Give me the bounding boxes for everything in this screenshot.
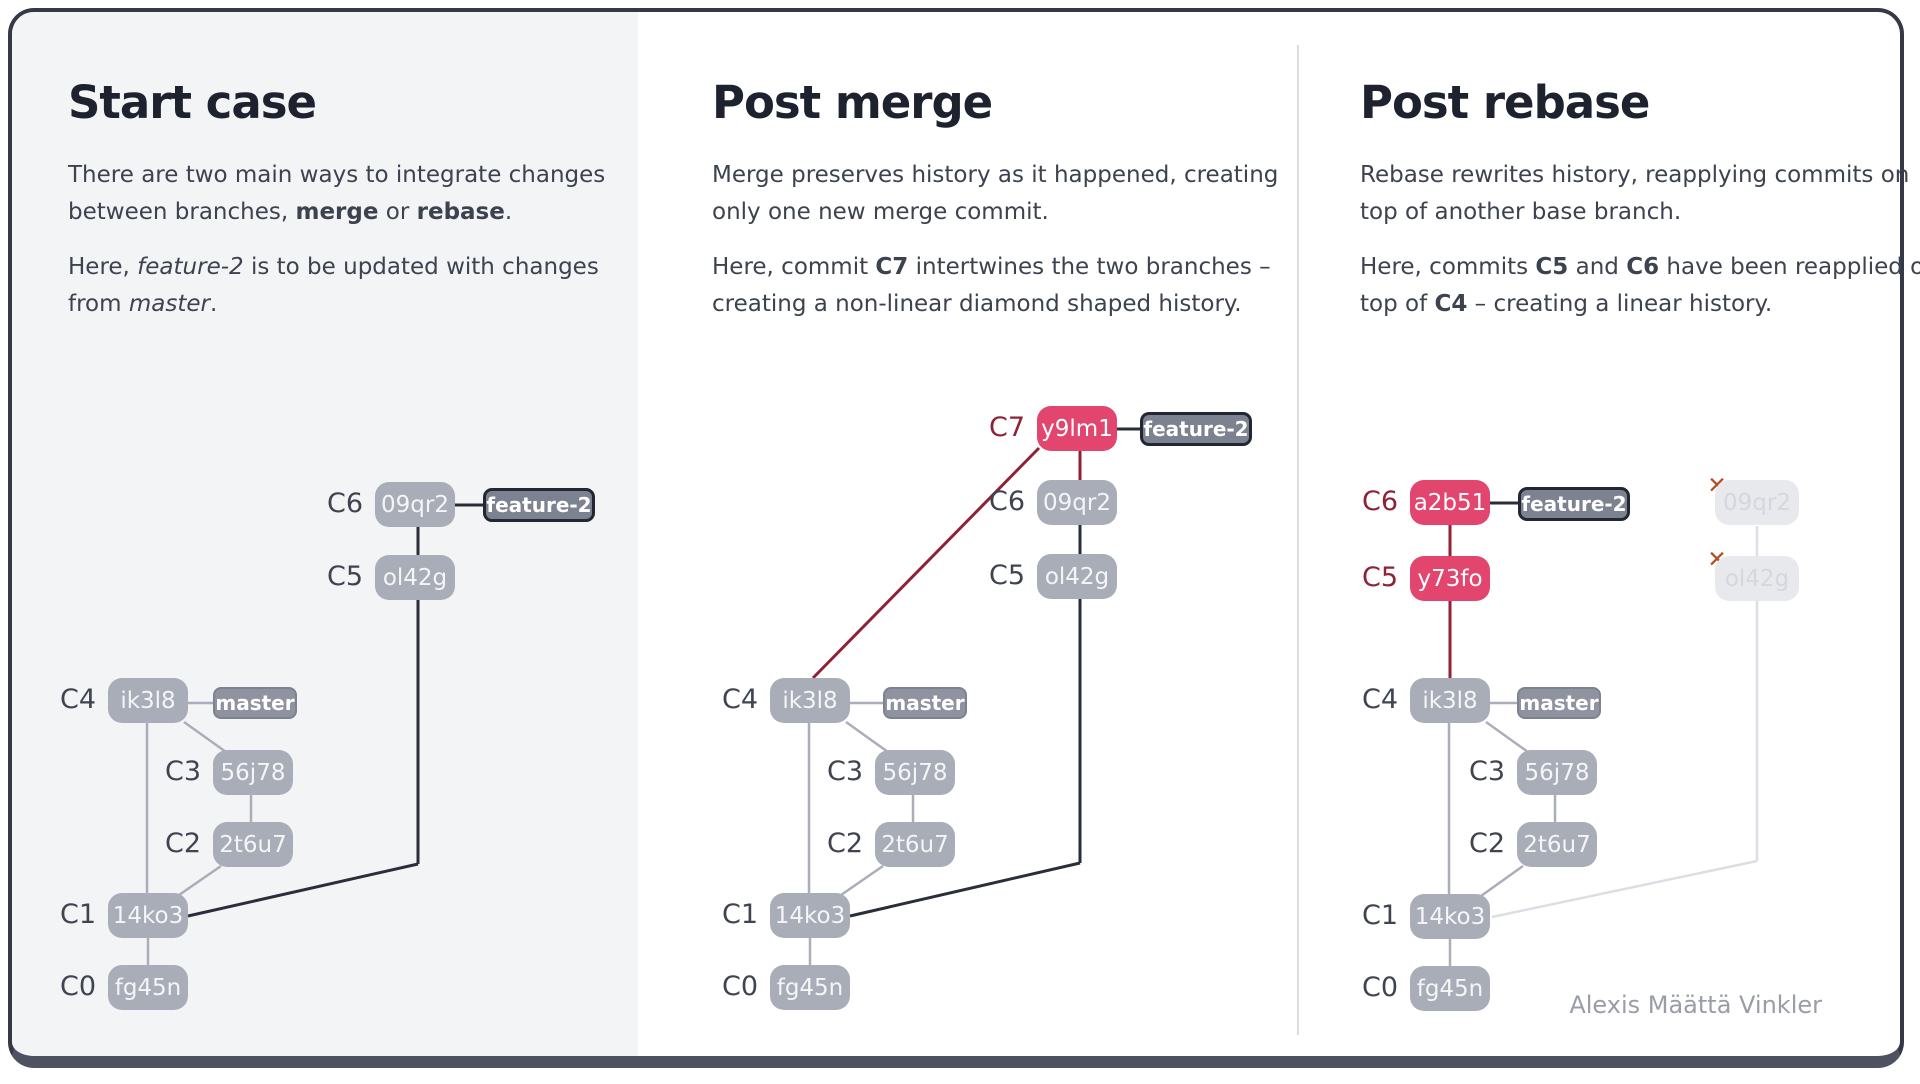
- paragraph: There are two main ways to integrate cha…: [68, 162, 606, 225]
- row-label-c2: C2: [1468, 828, 1505, 859]
- paragraph: Rebase rewrites history, reapplying comm…: [1360, 162, 1910, 225]
- commit-node-09qr2: 09qr2: [1037, 480, 1117, 525]
- branch-badge-master: master: [1517, 687, 1601, 719]
- page-title-post-rebase: Post rebase: [1360, 76, 1650, 129]
- row-label-c1: C1: [721, 899, 758, 930]
- commit-node-2t6u7: 2t6u7: [1517, 822, 1597, 867]
- commit-node-09qr2: 09qr2: [375, 482, 455, 527]
- panel-start-case-background: [12, 12, 638, 1056]
- row-label-c0: C0: [59, 971, 96, 1002]
- paragraph: Here, commits C5 and C6 have been reappl…: [1360, 254, 1920, 317]
- paragraph: Merge preserves history as it happened, …: [712, 162, 1279, 225]
- row-label-c6: C6: [326, 488, 363, 519]
- commit-node-14ko3: 14ko3: [108, 893, 188, 938]
- row-label-c3: C3: [1468, 756, 1505, 787]
- branch-badge-feature-2: feature-2: [483, 488, 595, 522]
- row-label-c3: C3: [164, 756, 201, 787]
- branch-badge-feature-2: feature-2: [1518, 487, 1630, 521]
- branch-badge-master: master: [213, 687, 297, 719]
- edge-p2-c4-c3: [845, 720, 889, 754]
- row-label-c1: C1: [1361, 900, 1398, 931]
- row-label-c3: C3: [826, 756, 863, 787]
- commit-node-2t6u7: 2t6u7: [875, 822, 955, 867]
- edge-p3-c4-c3: [1485, 720, 1529, 754]
- row-label-c7: C7: [988, 412, 1025, 443]
- edge-p2-feature-c1: [849, 861, 1081, 918]
- paragraph: Here, feature-2 is to be updated with ch…: [68, 254, 599, 317]
- commit-node-fg45n: fg45n: [108, 965, 188, 1010]
- paragraph: Here, commit C7 intertwines the two bran…: [712, 254, 1271, 317]
- row-label-c4: C4: [721, 684, 758, 715]
- row-label-c0: C0: [721, 971, 758, 1002]
- row-label-c5: C5: [988, 560, 1025, 591]
- commit-node-56j78: 56j78: [213, 750, 293, 795]
- branch-badge-master: master: [883, 687, 967, 719]
- edge-p2-c7-c4-merge: [811, 446, 1041, 680]
- edge-p2-c2-c1: [840, 864, 884, 897]
- commit-node-ol42g: ol42g: [375, 555, 455, 600]
- commit-node-09qr2-removed: 09qr2: [1715, 480, 1799, 525]
- row-label-c6: C6: [1361, 486, 1398, 517]
- row-label-c2: C2: [164, 828, 201, 859]
- commit-node-ik3l8: ik3l8: [1410, 678, 1490, 723]
- commit-node-fg45n: fg45n: [770, 965, 850, 1010]
- row-label-c5: C5: [1361, 562, 1398, 593]
- commit-node-y9lm1: y9lm1: [1037, 406, 1117, 451]
- commit-node-ik3l8: ik3l8: [108, 678, 188, 723]
- commit-node-14ko3: 14ko3: [1410, 894, 1490, 939]
- commit-node-ol42g: ol42g: [1037, 554, 1117, 599]
- edge-p1-feature-c1: [187, 862, 419, 918]
- commit-node-fg45n: fg45n: [1410, 966, 1490, 1011]
- commit-node-ol42g-removed: ol42g: [1715, 556, 1799, 601]
- edge-p3-c2-c1: [1480, 864, 1524, 898]
- edge-p3-old-c1: [1491, 859, 1758, 919]
- row-label-c0: C0: [1361, 972, 1398, 1003]
- row-label-c5: C5: [326, 561, 363, 592]
- row-label-c4: C4: [1361, 684, 1398, 715]
- edge-p1-c4-c3: [183, 720, 227, 754]
- row-label-c6: C6: [988, 486, 1025, 517]
- commit-node-56j78: 56j78: [1517, 750, 1597, 795]
- commit-node-2t6u7: 2t6u7: [213, 822, 293, 867]
- commit-node-ik3l8: ik3l8: [770, 678, 850, 723]
- page-title-post-merge: Post merge: [712, 76, 993, 129]
- branch-badge-feature-2: feature-2: [1140, 412, 1252, 446]
- row-label-c2: C2: [826, 828, 863, 859]
- page-title-start-case: Start case: [68, 76, 317, 129]
- commit-node-a2b51: a2b51: [1410, 480, 1490, 525]
- edge-p1-c2-c1: [178, 864, 222, 897]
- row-label-c4: C4: [59, 684, 96, 715]
- commit-node-56j78: 56j78: [875, 750, 955, 795]
- panel-divider: [1297, 45, 1299, 1035]
- author-credit: Alexis Määttä Vinkler: [1569, 991, 1822, 1019]
- commit-node-y73fo: y73fo: [1410, 556, 1490, 601]
- row-label-c1: C1: [59, 899, 96, 930]
- commit-node-14ko3: 14ko3: [770, 893, 850, 938]
